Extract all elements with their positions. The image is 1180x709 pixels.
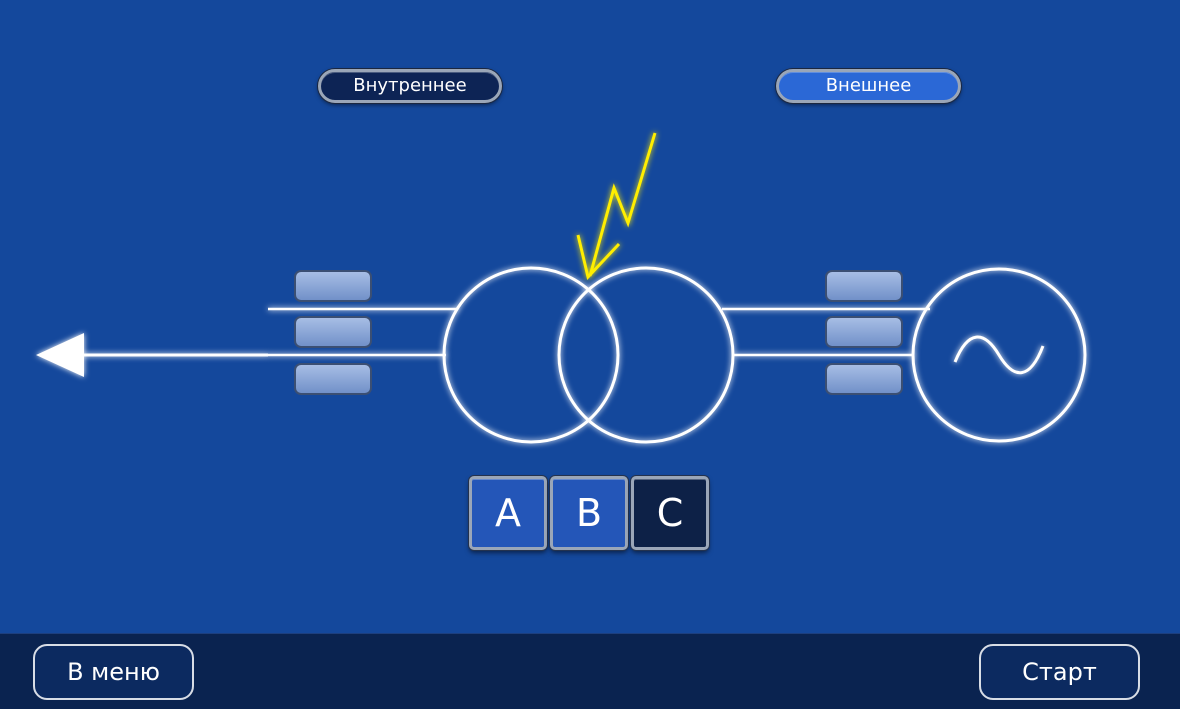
left-switch-2	[294, 316, 372, 348]
left-switch-1	[294, 270, 372, 302]
phase-b-button[interactable]: B	[550, 476, 628, 550]
phase-a-button[interactable]: A	[469, 476, 547, 550]
right-switch-2	[825, 316, 903, 348]
right-switch-1	[825, 270, 903, 302]
start-button[interactable]: Старт	[979, 644, 1140, 700]
left-switches	[294, 270, 372, 395]
footer-bar: В меню Старт	[0, 633, 1180, 709]
sine-wave-icon	[911, 267, 1087, 443]
transformer-icon	[442, 266, 735, 444]
right-switch-3	[825, 363, 903, 395]
external-mode-button[interactable]: Внешнее	[776, 69, 961, 103]
arrow-left-icon	[36, 333, 268, 377]
single-line-diagram	[36, 132, 1087, 523]
main-stage: Внутреннее Внешнее	[0, 0, 1180, 633]
right-switches	[825, 270, 903, 395]
phase-c-button[interactable]: C	[631, 476, 709, 550]
lightning-icon	[576, 132, 657, 281]
right-phase-lines	[722, 307, 930, 357]
menu-button[interactable]: В меню	[33, 644, 194, 700]
left-phase-lines	[268, 307, 458, 357]
internal-mode-button[interactable]: Внутреннее	[318, 69, 502, 103]
left-switch-3	[294, 363, 372, 395]
